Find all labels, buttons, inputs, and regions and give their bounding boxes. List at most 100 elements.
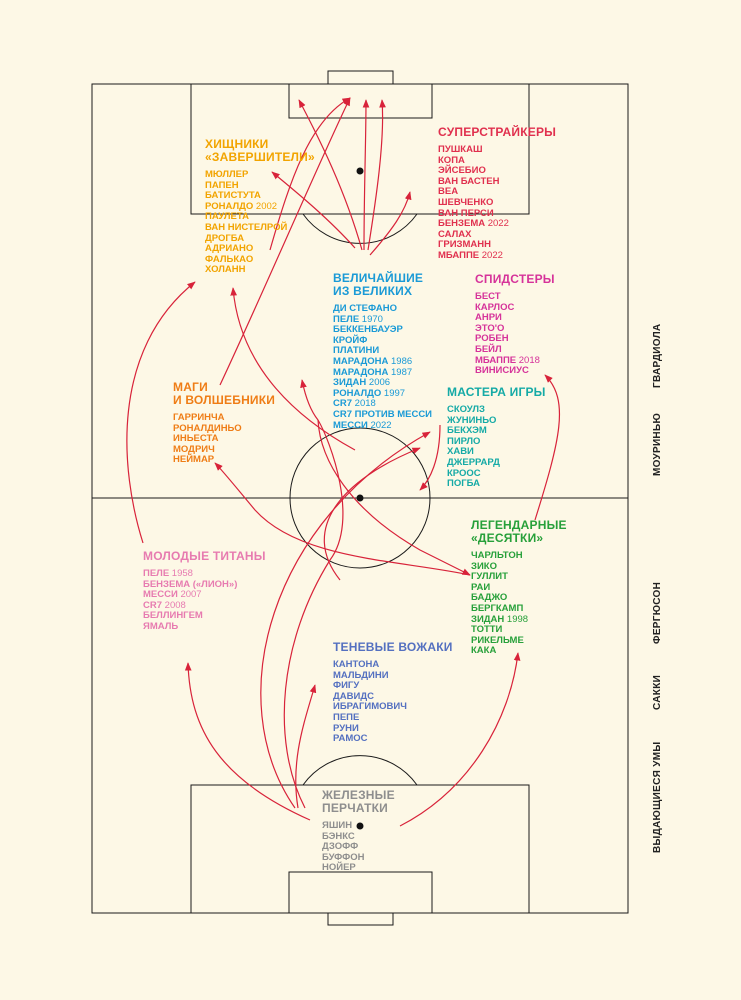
arrow-titans-to-predators	[126, 281, 196, 544]
player-name: ЗИКО	[471, 560, 497, 572]
player-name: ФАЛЬКАО	[205, 253, 254, 265]
playmakers-title-line: МАСТЕРА ИГРЫ	[447, 385, 546, 399]
list-item: БАДЖО	[471, 593, 567, 604]
list-item: РУНИ	[333, 723, 453, 735]
player-name: НОЙЕР	[322, 862, 356, 874]
list-item: ВАН ПЕРСИ	[438, 208, 556, 220]
list-item: ФАЛЬКАО	[205, 253, 315, 266]
player-name: БЕНЗЕМА	[438, 218, 486, 230]
player-name: ЖУНИНЬО	[447, 414, 497, 426]
list-item: БЕСТ	[475, 291, 555, 303]
list-item: БАТИСТУТА	[205, 190, 315, 202]
tens-title-line: «ДЕСЯТКИ»	[471, 531, 544, 545]
player-name: РАМОС	[333, 733, 368, 745]
list-item: ПИРЛО	[447, 435, 546, 448]
player-name: ГАРРИНЧА	[173, 412, 225, 423]
player-name: БЭНКС	[322, 830, 355, 842]
list-item: ФИГУ	[333, 680, 453, 692]
player-name: ЯМАЛЬ	[143, 620, 179, 632]
iron-title-line: ЖЕЛЕЗНЫЕ	[322, 788, 395, 802]
arrow-greatest-to-superstrikers	[369, 191, 412, 256]
player-name: МАЛЬДИНИ	[333, 669, 389, 681]
list-item: МБАППЕ 2022	[438, 249, 556, 262]
player-year: 2007	[177, 589, 202, 601]
player-name: КРОЙФ	[333, 334, 368, 346]
arrow-tens-to-magicians	[214, 462, 471, 576]
list-item: ЧАРЛЬТОН	[471, 550, 567, 562]
player-name: РОНАЛДИНЬО	[173, 422, 242, 434]
list-item: МОДРИЧ	[173, 443, 275, 456]
centre-circle	[289, 427, 431, 569]
list-item: ПЕПЕ	[333, 712, 453, 724]
player-name: ДЗОФФ	[322, 841, 359, 853]
player-name: РОНАЛДО	[205, 200, 254, 212]
player-name: РОНАЛДО	[333, 387, 382, 399]
player-name: МЕССИ	[333, 419, 368, 431]
player-year: 1970	[359, 313, 383, 325]
superstrikers-title-line: СУПЕРСТРАЙКЕРЫ	[438, 125, 557, 139]
list-item: АДРИАНО	[205, 243, 315, 255]
arrow-greatest-to-goal-left	[298, 99, 363, 251]
player-name: БУФФОН	[322, 851, 365, 863]
player-name: ЗИДАН	[333, 377, 367, 389]
list-item: СКОУЛЗ	[447, 404, 546, 416]
list-item: ИБРАГИМОВИЧ	[333, 702, 453, 713]
predators-title-line: ХИЩНИКИ	[205, 137, 269, 151]
player-name: ГРИЗМАНН	[438, 239, 491, 251]
player-name: ВАН БАСТЕН	[438, 175, 500, 187]
player-name: РАИ	[471, 581, 491, 593]
player-year: 1998	[504, 613, 529, 625]
label-mourinho: МОУРИНЬЮ	[652, 412, 663, 476]
top-goal	[327, 70, 394, 85]
list-item: МЕССИ 2007	[143, 589, 266, 601]
list-item: КАКА	[471, 646, 567, 657]
list-item: ХОЛАНН	[205, 265, 315, 276]
player-name: БЕКХЭМ	[447, 425, 487, 437]
player-name: САЛАХ	[438, 228, 472, 240]
player-name: РИКЕЛЬМЕ	[471, 634, 524, 646]
player-name: МБАППЕ	[438, 249, 480, 261]
list-item: ВАН НИСТЕЛРОЙ	[205, 221, 315, 234]
list-item: МБАППЕ 2018	[475, 355, 555, 367]
list-item: ПЛАТИНИ	[333, 346, 432, 357]
player-name: ЯШИН	[322, 820, 353, 831]
tens-title: ЛЕГЕНДАРНЫЕ«ДЕСЯТКИ»	[471, 519, 567, 545]
player-name: БЕЛЛИНГЕМ	[143, 610, 203, 622]
player-name: ВАН НИСТЕЛРОЙ	[205, 221, 288, 233]
player-name: КАКА	[471, 645, 497, 657]
iron-title-line: ПЕРЧАТКИ	[322, 801, 389, 815]
list-item: НОЙЕР	[322, 863, 395, 874]
bottom-goal	[327, 912, 394, 926]
titans-title: МОЛОДЫЕ ТИТАНЫ	[143, 550, 266, 563]
player-name: ВИНИСИУС	[475, 365, 529, 377]
list-item: РОНАЛДИНЬО	[173, 422, 275, 435]
player-name: МЮЛЛЕР	[205, 169, 249, 180]
player-name: МОДРИЧ	[173, 443, 215, 455]
player-year: 2022	[367, 419, 392, 431]
list-item: ПАУЛЕТА	[205, 212, 315, 223]
list-item: ШЕВЧЕНКО	[438, 197, 556, 209]
player-name: ДРОГБА	[205, 232, 245, 244]
list-item: ЭТО'О	[475, 322, 555, 335]
list-item: ДАВИДС	[333, 691, 453, 703]
predators-title-line: «ЗАВЕРШИТЕЛИ»	[205, 150, 315, 164]
player-year: 1987	[388, 366, 413, 378]
player-name: ПИРЛО	[447, 435, 481, 447]
list-item: ГРИЗМАНН	[438, 240, 556, 251]
list-item: CR7 2008	[143, 600, 266, 612]
list-item: ЯМАЛЬ	[143, 620, 266, 633]
list-item: РОНАЛДО 1997	[333, 387, 432, 400]
player-name: ЭТО'О	[475, 322, 505, 334]
top-penalty-spot	[356, 167, 364, 175]
list-item: ПАПЕН	[205, 180, 315, 192]
list-item: ХАВИ	[447, 447, 546, 458]
